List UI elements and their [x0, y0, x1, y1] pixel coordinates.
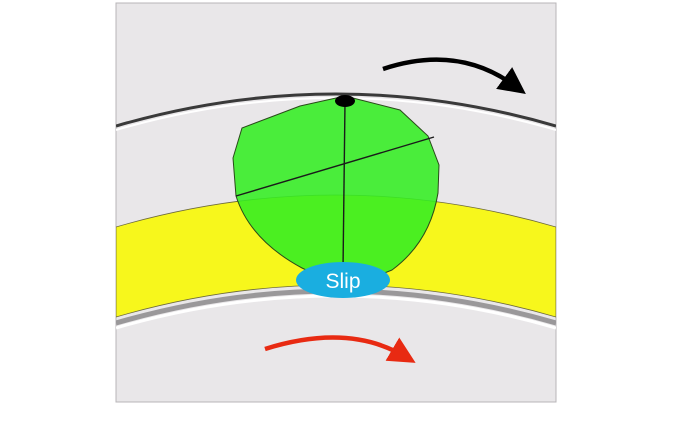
body-diagonal-line — [235, 136, 435, 197]
upper-rail-groove — [116, 92, 556, 128]
pivot-dot — [335, 95, 355, 107]
curved-arrow-right-icon — [264, 335, 416, 363]
body-vertical-line — [342, 101, 346, 271]
slip-label: Slip — [325, 270, 360, 293]
slip-badge — [296, 262, 390, 298]
curved-arrow-right-icon — [382, 57, 526, 95]
